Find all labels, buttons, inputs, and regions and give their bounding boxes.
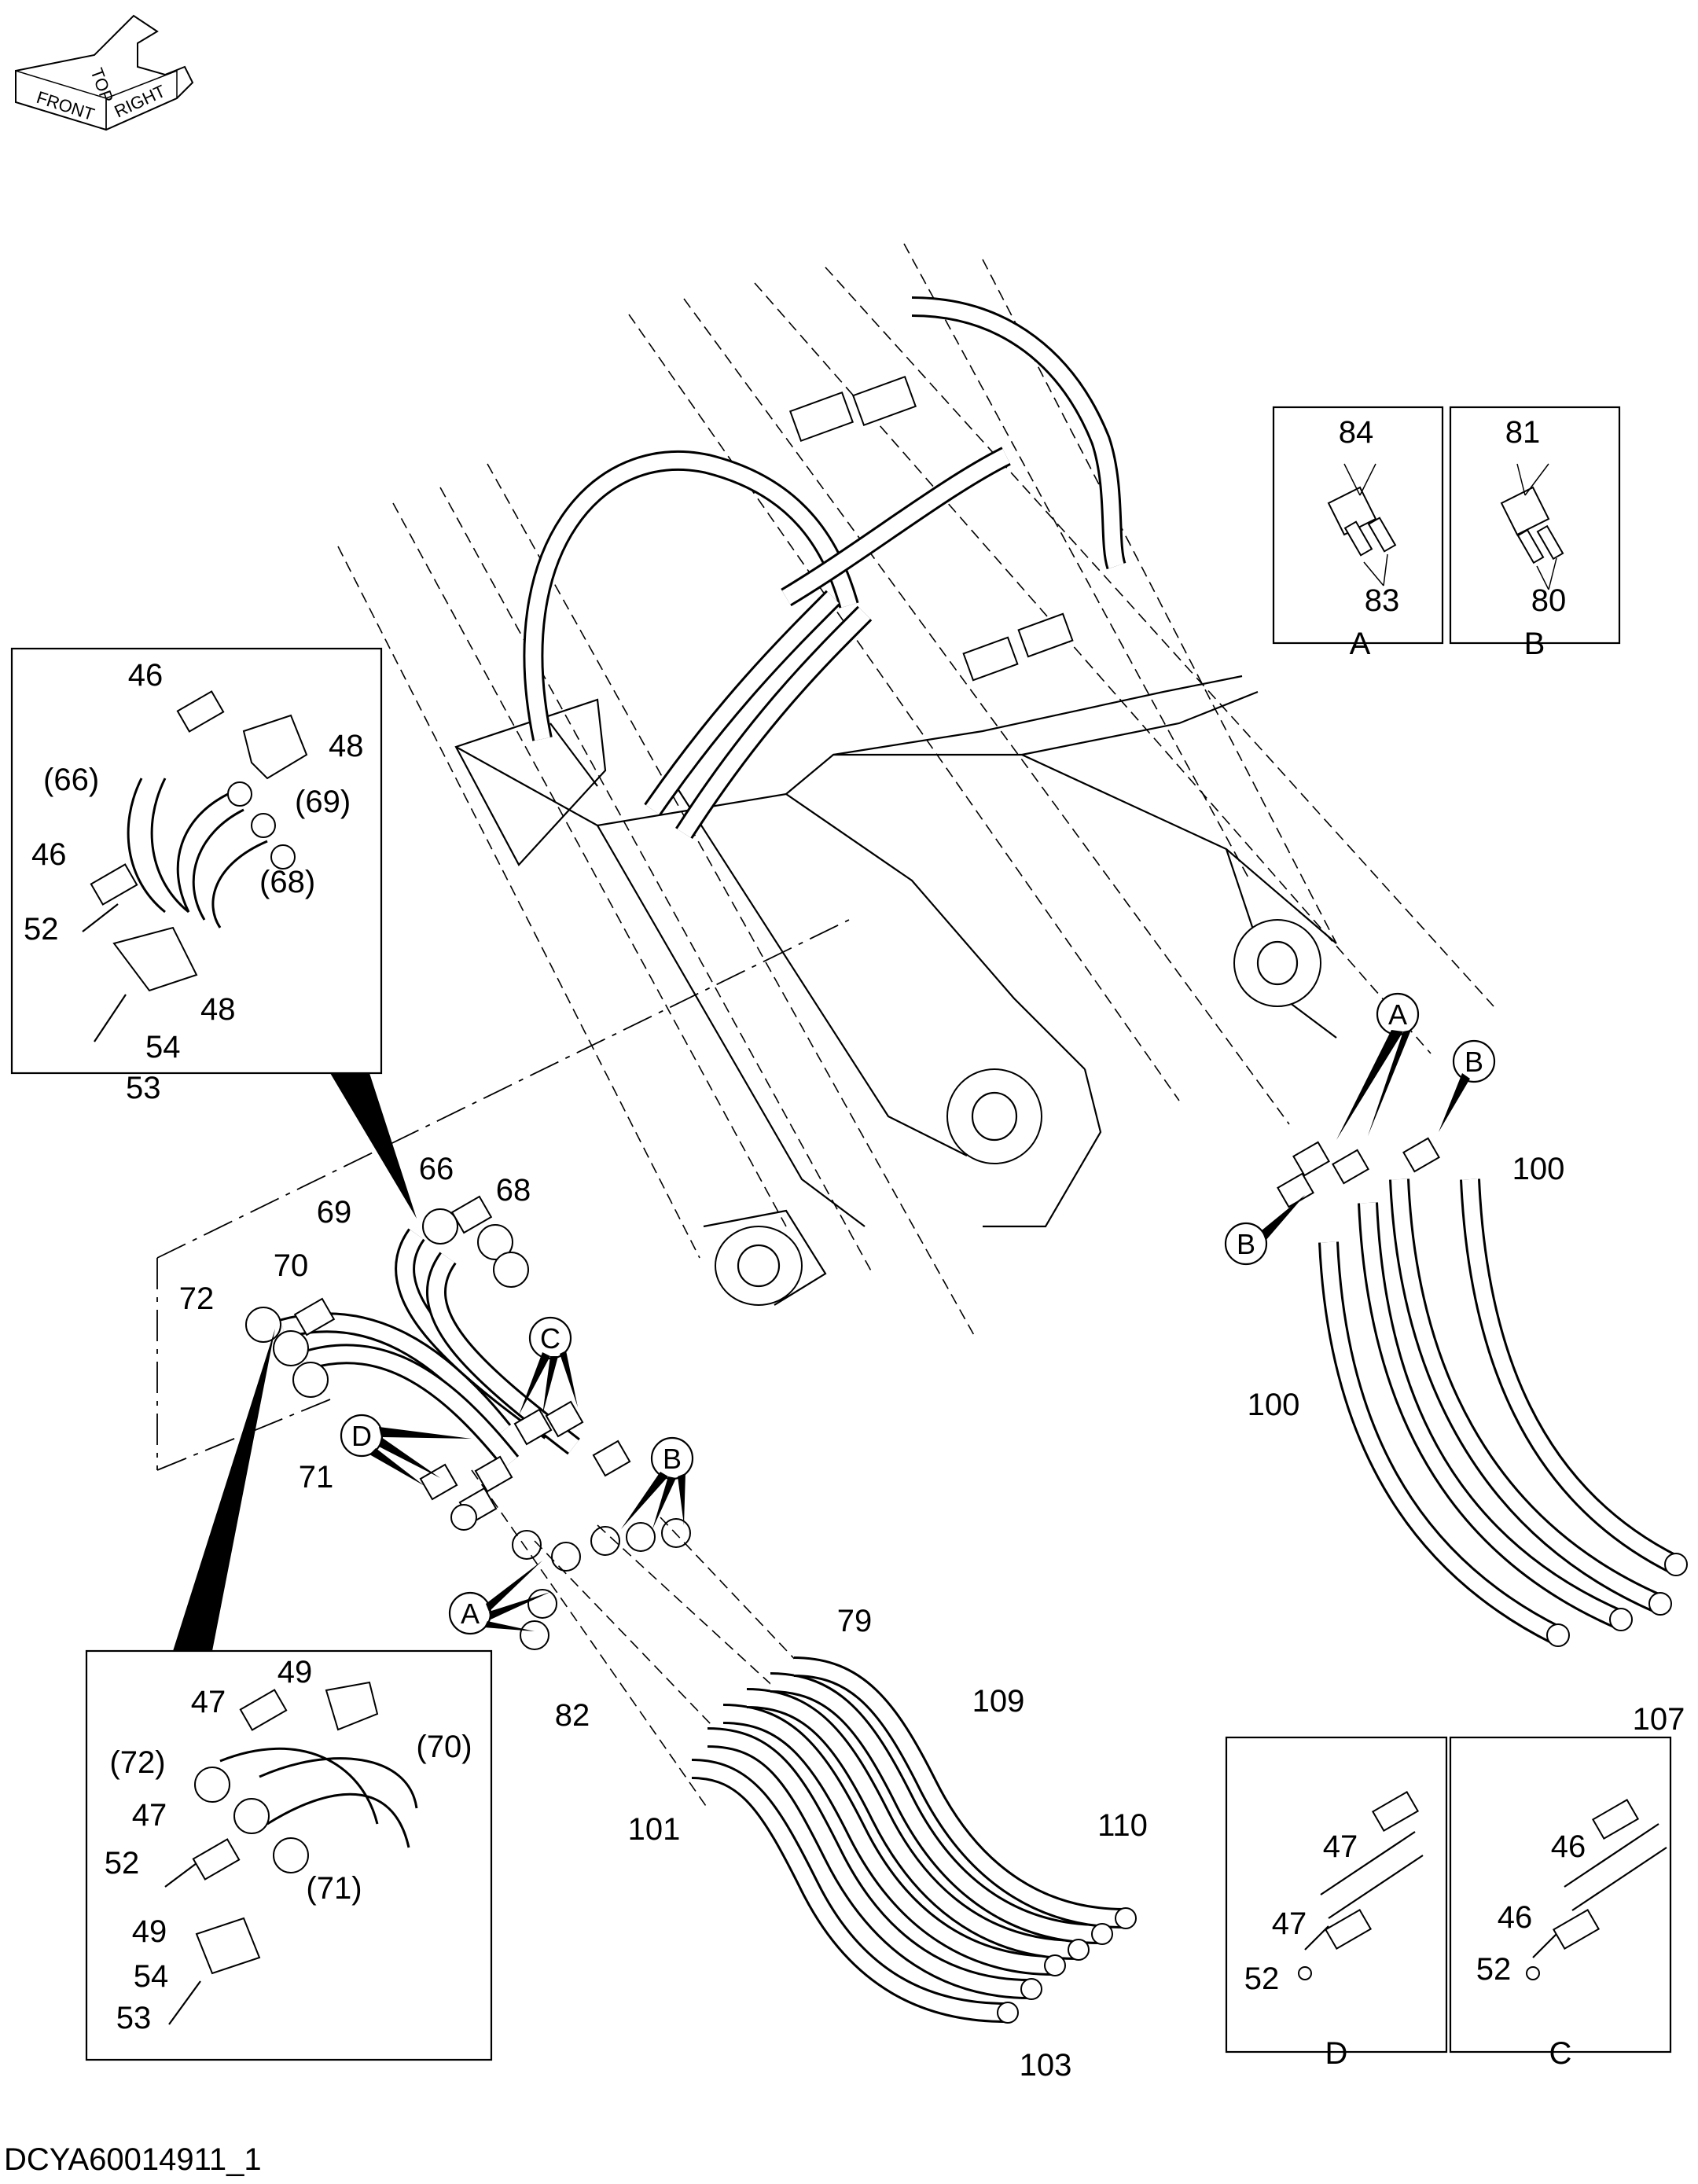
callout-a1-text: A [1388,998,1407,1031]
label-49b: 49 [132,1914,167,1949]
label-53: 53 [126,1071,161,1105]
callout-d1-text: D [351,1420,372,1452]
label-52: 52 [24,912,59,947]
label-70-paren: (70) [416,1730,472,1764]
orientation-icon: FRONT RIGHT TOP [15,14,194,131]
callout-b3: B [621,1436,694,1529]
detail-box-c [1449,1736,1672,2053]
right-hose-bundle [1277,1137,1688,1647]
label-66: 66 [419,1152,454,1186]
label-52d: 52 [1476,1952,1512,1987]
callout-b2: B [1224,1195,1305,1266]
callout-c1-text: C [540,1322,560,1355]
label-52b: 52 [105,1846,140,1881]
detail-box-a [1272,406,1444,645]
callout-d1: D [340,1414,472,1486]
label-109: 109 [972,1684,1025,1719]
label-47c: 47 [1323,1829,1358,1864]
callout-b1-text: B [1465,1046,1483,1078]
label-46: 46 [128,658,164,693]
label-72-paren: (72) [109,1745,165,1780]
label-54: 54 [145,1030,181,1064]
label-52c: 52 [1244,1962,1280,1996]
label-71: 71 [299,1460,334,1495]
label-69: 69 [317,1195,352,1230]
label-54b: 54 [134,1959,169,1994]
label-100a: 100 [1512,1152,1565,1186]
lower-hose-bundle [471,1469,1137,2024]
label-46d: 46 [1498,1900,1533,1935]
label-69-paren: (69) [295,785,351,819]
callout-a1: A [1336,992,1420,1140]
label-68: 68 [496,1173,531,1208]
label-47b: 47 [132,1798,167,1833]
label-82: 82 [555,1698,590,1733]
label-48b: 48 [200,992,236,1027]
label-84: 84 [1339,415,1374,450]
label-48: 48 [329,729,364,763]
label-107: 107 [1633,1702,1685,1737]
clamp-group-main [156,919,850,1650]
label-100b: 100 [1248,1388,1300,1422]
callout-c1: C [519,1316,578,1415]
detail-box-b [1449,406,1621,645]
label-79: 79 [837,1604,873,1638]
part-labels: 46 48 (66) (69) 46 (68) 52 48 54 53 66 6… [24,415,1685,2083]
detail-a-caption: A [1350,627,1371,661]
label-80: 80 [1531,583,1567,618]
label-68-paren: (68) [259,865,315,899]
label-70: 70 [274,1248,309,1283]
label-101: 101 [628,1812,681,1847]
label-103: 103 [1020,2048,1072,2083]
detail-b-caption: B [1524,627,1545,661]
detail-box-upper-left [10,647,417,1219]
boom-arm-structure [337,243,1494,1337]
label-49: 49 [277,1655,313,1689]
label-83: 83 [1365,583,1400,618]
label-81: 81 [1505,415,1541,450]
drawing-id: DCYA60014911_1 [4,2142,262,2177]
detail-d-caption: D [1325,2036,1348,2071]
callout-b2-text: B [1237,1228,1255,1260]
label-46b: 46 [31,837,67,872]
label-110: 110 [1097,1808,1148,1843]
label-46c: 46 [1551,1829,1586,1864]
callout-a2-text: A [461,1598,480,1630]
detail-c-caption: C [1549,2036,1572,2071]
label-71-paren: (71) [306,1871,362,1906]
callout-b1: B [1439,1039,1496,1132]
callout-b3-text: B [663,1443,682,1475]
detail-box-d [1225,1736,1448,2053]
label-47d: 47 [1272,1906,1307,1941]
detail-box-lower-left [85,1329,493,2061]
callout-a2: A [448,1561,550,1635]
label-53b: 53 [116,2001,152,2035]
label-47: 47 [191,1685,226,1719]
label-72: 72 [179,1281,215,1316]
label-66-paren: (66) [43,763,99,797]
